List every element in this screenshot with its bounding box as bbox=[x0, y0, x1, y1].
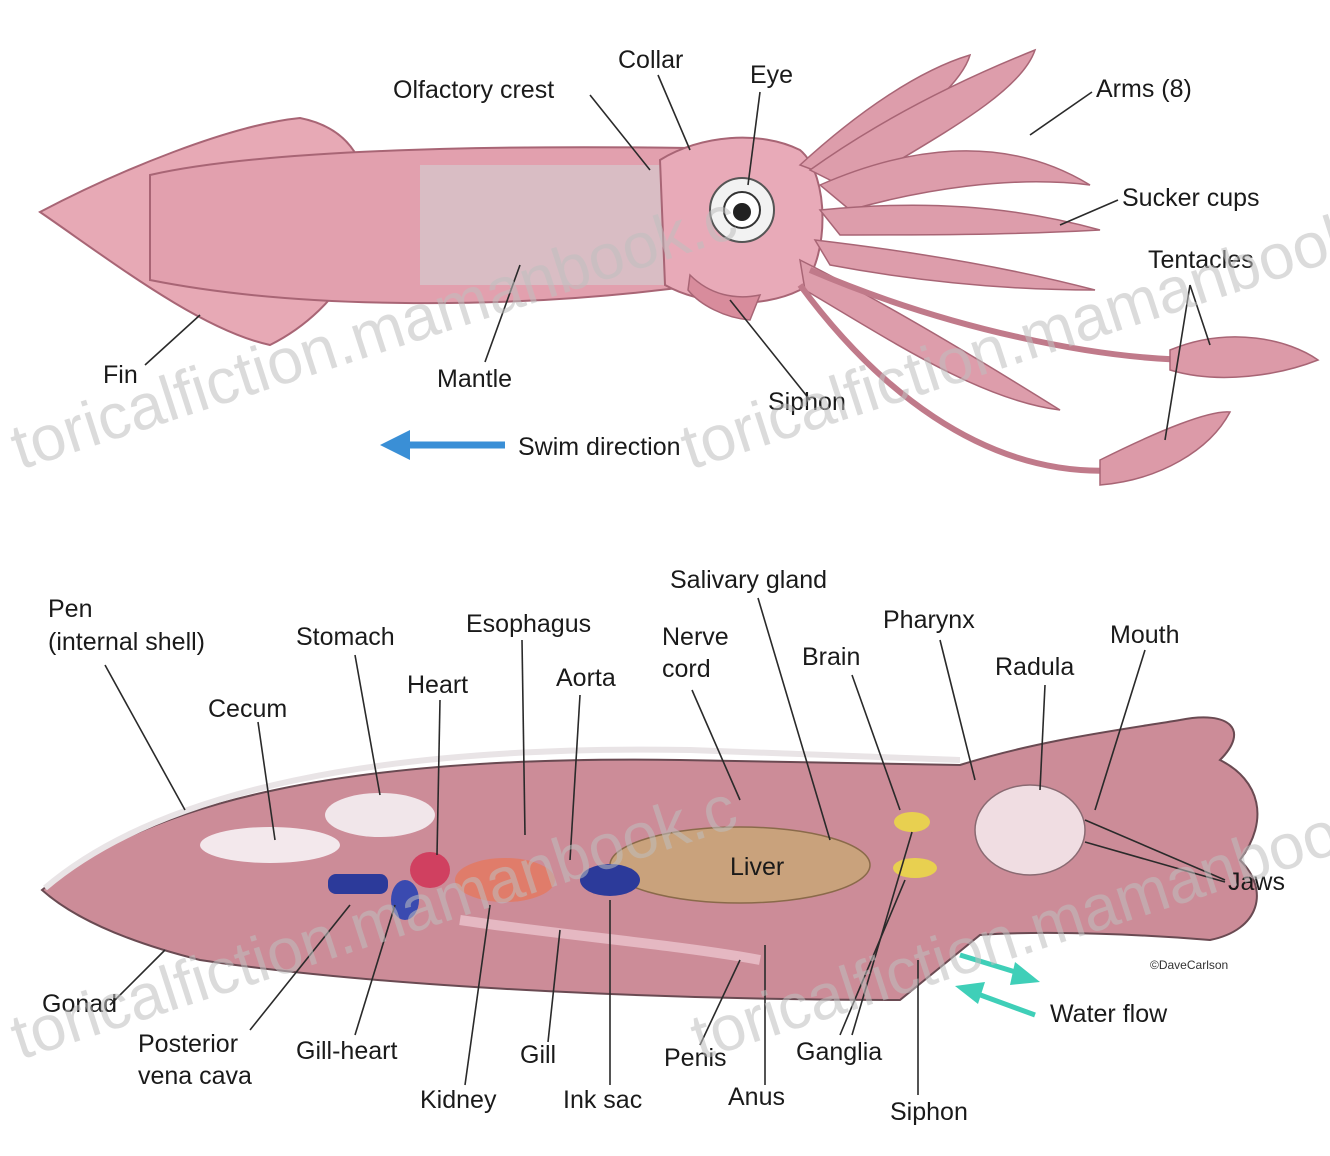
label-eye: Eye bbox=[750, 61, 793, 89]
label-swim-direction: Swim direction bbox=[518, 433, 681, 461]
label-liver: Liver bbox=[730, 853, 784, 881]
label-gill-heart: Gill-heart bbox=[296, 1037, 397, 1065]
label-ganglia: Ganglia bbox=[796, 1038, 882, 1066]
buccal-mass bbox=[975, 785, 1085, 875]
tentacle-club-lower bbox=[1100, 412, 1230, 485]
label-stomach: Stomach bbox=[296, 623, 395, 651]
label-mantle: Mantle bbox=[437, 365, 512, 393]
artist-credit: ©DaveCarlson bbox=[1150, 958, 1228, 972]
label-collar: Collar bbox=[618, 46, 683, 74]
label-water-flow: Water flow bbox=[1050, 1000, 1168, 1028]
label-sucker-cups: Sucker cups bbox=[1122, 184, 1260, 212]
label-arms: Arms (8) bbox=[1096, 75, 1192, 103]
label-anus: Anus bbox=[728, 1083, 785, 1111]
label-posterior: Posterior bbox=[138, 1030, 238, 1058]
label-pen: Pen bbox=[48, 595, 92, 623]
label-pen-internal-shell: (internal shell) bbox=[48, 628, 205, 656]
label-pharynx: Pharynx bbox=[883, 606, 975, 634]
ganglia-upper bbox=[894, 812, 930, 832]
label-mouth: Mouth bbox=[1110, 621, 1179, 649]
label-nerve: Nerve bbox=[662, 623, 729, 651]
label-gill: Gill bbox=[520, 1041, 556, 1069]
label-olfactory-crest: Olfactory crest bbox=[393, 76, 554, 104]
cecum bbox=[200, 827, 340, 863]
eye-pupil bbox=[733, 203, 751, 221]
label-brain: Brain bbox=[802, 643, 860, 671]
tentacle-club-right bbox=[1170, 337, 1318, 378]
label-siphon-bottom: Siphon bbox=[890, 1098, 968, 1126]
label-heart: Heart bbox=[407, 671, 468, 699]
label-radula: Radula bbox=[995, 653, 1074, 681]
label-esophagus: Esophagus bbox=[466, 610, 591, 638]
swim-direction-arrow bbox=[380, 430, 505, 460]
label-cord: cord bbox=[662, 655, 711, 683]
stomach bbox=[325, 793, 435, 837]
label-aorta: Aorta bbox=[556, 664, 616, 692]
label-vena-cava: vena cava bbox=[138, 1062, 252, 1090]
label-salivary-gland: Salivary gland bbox=[670, 566, 827, 594]
label-ink-sac: Ink sac bbox=[563, 1086, 642, 1114]
label-cecum: Cecum bbox=[208, 695, 287, 723]
label-kidney: Kidney bbox=[420, 1086, 497, 1114]
